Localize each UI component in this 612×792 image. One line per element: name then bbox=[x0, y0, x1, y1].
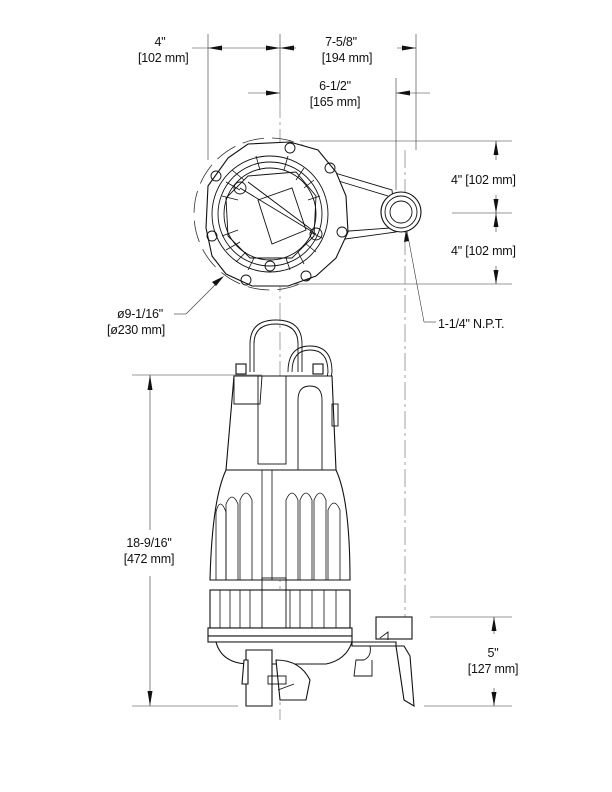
dim-center-to-discharge: 6-1/2" [165 mm] bbox=[300, 78, 370, 110]
dim-center-to-discharge-inches: 6-1/2" bbox=[319, 79, 351, 93]
pump-top-view bbox=[193, 137, 422, 291]
dim-4in-top-mm: [102 mm] bbox=[138, 51, 189, 65]
dim-overall-height-inches: 18-9/16" bbox=[126, 536, 172, 550]
dim-discharge-size: 1-1/4" N.P.T. bbox=[438, 317, 505, 331]
dim-discharge-offset-upper: 4" [102 mm] bbox=[451, 173, 516, 187]
top-dimension-lines bbox=[192, 34, 430, 190]
dim-overall-width: 7-5/8" [194 mm] bbox=[306, 34, 376, 66]
right-dimension-lines bbox=[290, 140, 512, 285]
dim-center-to-discharge-mm: [165 mm] bbox=[309, 95, 361, 109]
dim-discharge-offset-lower: 4" [102 mm] bbox=[451, 244, 516, 258]
dim-4in-top: 4" [102 mm] bbox=[138, 34, 189, 66]
dim-4in-top-inches: 4" bbox=[154, 35, 166, 49]
dim-overall-height-mm: [472 mm] bbox=[123, 552, 175, 566]
dim-diameter: ø9-1/16" [ø230 mm] bbox=[102, 306, 170, 338]
dim-diameter-mm: [ø230 mm] bbox=[107, 323, 165, 337]
dim-overall-width-mm: [194 mm] bbox=[321, 51, 373, 65]
dim-discharge-height-inches: 5" bbox=[487, 646, 499, 660]
dim-discharge-height: 5" [127 mm] bbox=[458, 645, 528, 677]
dim-overall-height: 18-9/16" [472 mm] bbox=[114, 535, 184, 567]
dim-overall-width-inches: 7-5/8" bbox=[325, 35, 357, 49]
dim-diameter-inches: ø9-1/16" bbox=[117, 307, 163, 321]
dim-discharge-height-mm: [127 mm] bbox=[467, 662, 519, 676]
pump-side-view bbox=[132, 319, 512, 708]
leaders bbox=[174, 230, 436, 323]
